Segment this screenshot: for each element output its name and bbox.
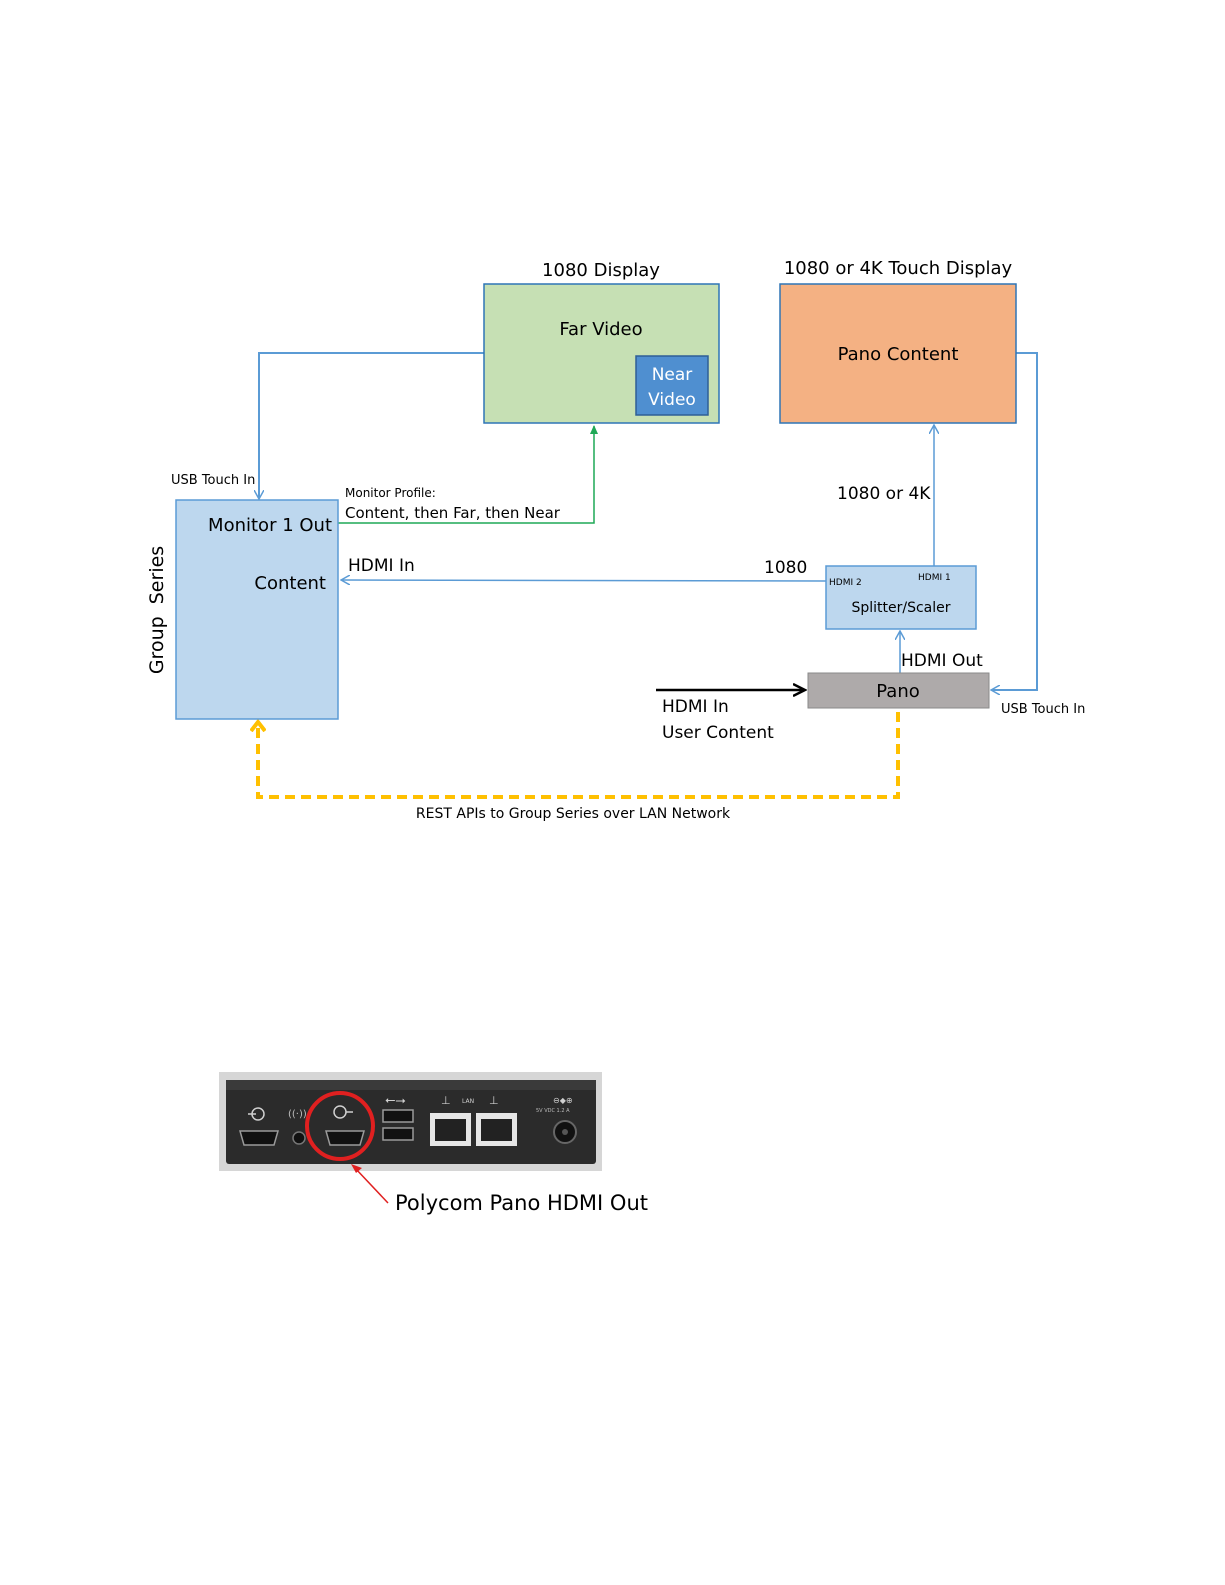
far-video-label: Far Video — [559, 319, 642, 340]
usb-touch-line-right — [992, 352, 1038, 690]
hdmi-in-left-label: HDMI In — [348, 556, 415, 576]
splitter-scaler-box: HDMI 2 HDMI 1 Splitter/Scaler — [825, 565, 977, 630]
pano-label: Pano — [876, 681, 920, 702]
lan-ports-icon: ⊥ LAN ⊥ — [430, 1094, 517, 1146]
near-video-line2: Video — [648, 390, 696, 410]
group-series-box: Monitor 1 Out Content — [175, 499, 339, 720]
callout-pointer-line — [354, 1167, 389, 1204]
monitor-profile-value: Content, then Far, then Near — [345, 504, 561, 522]
hdmi-1080-line — [342, 580, 827, 581]
hdmi-out-highlight-circle — [305, 1091, 375, 1161]
splitter-label: Splitter/Scaler — [851, 600, 950, 616]
monitor-profile-title: Monitor Profile: — [345, 486, 436, 500]
power-label: 5V VDC 1.2 A — [536, 1108, 570, 1114]
hdmi-in-user-line2: User Content — [662, 723, 774, 743]
content-label: Content — [254, 573, 326, 594]
splitter-hdmi1-label: HDMI 1 — [918, 573, 951, 583]
hdmi-in-port-icon — [239, 1107, 279, 1146]
group-series-side-label: Group Series — [146, 546, 168, 674]
usb-touch-in-left-label: USB Touch In — [171, 473, 255, 488]
usb-ports-icon: ⭠⭢ — [382, 1093, 414, 1141]
hdmi-in-user-line1: HDMI In — [662, 697, 729, 717]
touch-display-title: 1080 or 4K Touch Display — [784, 258, 1013, 279]
hdmi-out-port-icon — [325, 1105, 365, 1146]
rest-api-line — [258, 712, 900, 799]
audio-jack-icon: ((·)) — [288, 1109, 307, 1145]
pano-rear-panel-photo: ((·)) ⭠⭢ ⊥ LAN ⊥ ⊖◆⊕ 5V VDC 1.2 A — [219, 1072, 602, 1204]
near-video-line1: Near — [652, 365, 693, 385]
svg-text:⊥: ⊥ — [489, 1094, 499, 1107]
hdmi-out-label: HDMI Out — [901, 651, 983, 671]
far-display-title: 1080 Display — [542, 260, 660, 281]
monitor-1-out-label: Monitor 1 Out — [208, 515, 332, 536]
res-1080-label: 1080 — [764, 558, 807, 578]
usb-touch-in-right-label: USB Touch In — [1001, 702, 1085, 717]
svg-text:⊖◆⊕: ⊖◆⊕ — [553, 1096, 573, 1105]
lan-label: LAN — [462, 1098, 474, 1105]
svg-text:⭠⭢: ⭠⭢ — [385, 1093, 406, 1108]
near-video-inset: Near Video — [635, 355, 709, 416]
touch-display: 1080 or 4K Touch Display Pano Content — [779, 258, 1017, 424]
rest-api-label: REST APIs to Group Series over LAN Netwo… — [416, 806, 731, 822]
usb-touch-line-left — [259, 352, 484, 498]
monitor-out-line — [338, 425, 598, 524]
pano-content-label: Pano Content — [838, 344, 959, 365]
svg-text:⊥: ⊥ — [441, 1094, 451, 1107]
splitter-hdmi2-label: HDMI 2 — [829, 578, 862, 588]
pano-box: Pano — [807, 672, 990, 709]
res-1080-or-4k-label: 1080 or 4K — [837, 484, 931, 504]
power-jack-icon: ⊖◆⊕ 5V VDC 1.2 A — [536, 1096, 577, 1144]
pano-hdmi-out-callout: Polycom Pano HDMI Out — [395, 1191, 648, 1215]
svg-text:((·)): ((·)) — [288, 1109, 307, 1120]
